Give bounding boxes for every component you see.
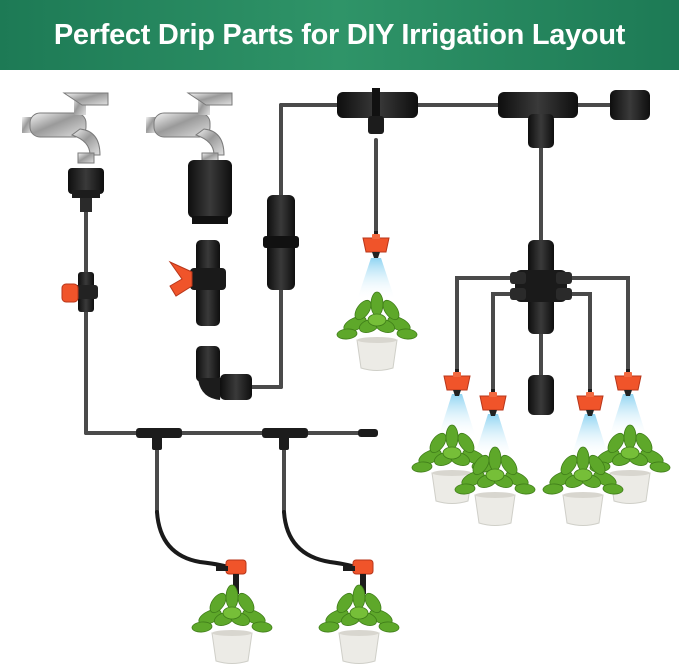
barbed-plug-icon bbox=[358, 429, 378, 437]
header-banner: Perfect Drip Parts for DIY Irrigation La… bbox=[0, 0, 679, 70]
shutoff-valve-icon bbox=[168, 240, 226, 326]
drip-stake-icon bbox=[343, 559, 374, 594]
adjustable-dripper-icon bbox=[362, 230, 390, 259]
drip-stake-tubes bbox=[155, 510, 359, 570]
tubing bbox=[84, 103, 630, 514]
shutoff-valve-icon bbox=[61, 272, 98, 312]
potted-plant-icon bbox=[336, 291, 418, 371]
tube-connector-icon bbox=[188, 160, 232, 224]
adjustable-dripper-icon bbox=[479, 388, 507, 417]
faucet-icon bbox=[22, 92, 109, 164]
banner-title: Perfect Drip Parts for DIY Irrigation La… bbox=[53, 18, 626, 51]
coupling-icon bbox=[263, 195, 299, 290]
barbed-tee-icon bbox=[136, 428, 182, 450]
potted-plant-icon bbox=[318, 584, 400, 664]
adjustable-dripper-icon bbox=[614, 368, 642, 397]
tee-connector-icon bbox=[337, 88, 418, 134]
drip-stake-icon bbox=[216, 559, 247, 594]
four-way-connector-icon bbox=[510, 240, 572, 334]
water-spray-icon bbox=[357, 258, 395, 300]
faucet-icon bbox=[146, 92, 233, 162]
water-spray-icon bbox=[438, 394, 647, 458]
tee-connector-icon bbox=[498, 92, 578, 148]
potted-plant-icon bbox=[191, 584, 273, 664]
barbed-tee-icon bbox=[262, 428, 308, 450]
adjustable-dripper-icon bbox=[576, 388, 604, 417]
end-cap-icon bbox=[528, 375, 554, 415]
end-cap-icon bbox=[610, 90, 650, 120]
elbow-connector-icon bbox=[196, 346, 252, 400]
adjustable-dripper-icon bbox=[443, 368, 471, 397]
tube-connector-icon bbox=[68, 168, 104, 212]
